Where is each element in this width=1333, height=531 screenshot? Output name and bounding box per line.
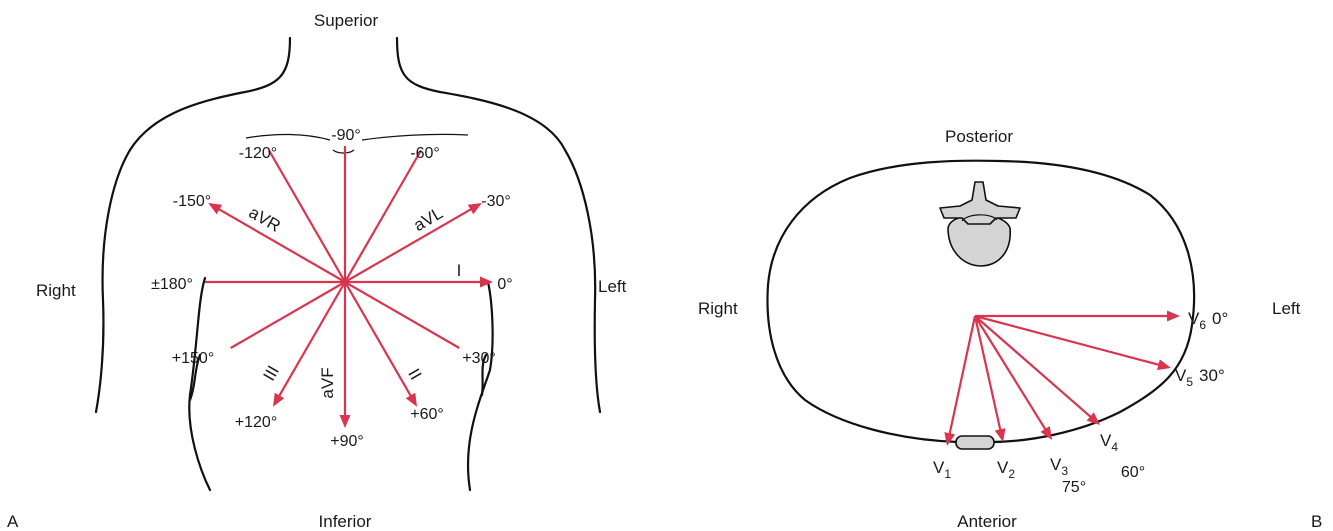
- vector-v3: [975, 316, 1047, 431]
- superior-label: Superior: [314, 11, 379, 30]
- panel-b-letter: B: [1311, 512, 1322, 531]
- vector-p30: [345, 282, 459, 348]
- vector-v6-arrowhead: [1167, 311, 1180, 322]
- angle-label-m30: -30°: [481, 193, 511, 210]
- angle-label-p0: 0°: [497, 276, 512, 293]
- vector-m30: [345, 208, 473, 282]
- angle-label-p30: +30°: [462, 350, 496, 367]
- inferior-label: Inferior: [319, 512, 372, 531]
- vector-v2: [975, 316, 1001, 432]
- vertebra: [940, 182, 1020, 266]
- lead-label-avf: aVF: [318, 367, 337, 398]
- lead-v3: V3: [1050, 455, 1068, 478]
- panel-a: Superior Inferior Right Left A -90° -120…: [7, 11, 627, 531]
- vector-v1-arrowhead: [944, 432, 955, 446]
- angle-label-m120: -120°: [239, 145, 277, 162]
- angle-label-p60: +60°: [410, 406, 444, 423]
- lead-label-iii: III: [259, 362, 283, 384]
- vector-m60: [345, 150, 421, 282]
- sternum: [956, 436, 994, 449]
- vector-p150: [231, 282, 345, 348]
- right-label-b: Right: [698, 299, 738, 318]
- vector-v2-arrowhead: [995, 428, 1006, 442]
- vector-p0-arrowhead: [480, 277, 493, 288]
- angle-label-p150: +150°: [172, 350, 214, 367]
- lead-v2: V2: [997, 458, 1015, 481]
- lead-label-avl: aVL: [410, 203, 446, 235]
- anterior-label: Anterior: [957, 512, 1017, 531]
- angle-label-p180: ±180°: [151, 276, 193, 293]
- lead-v4-angle: 60°: [1121, 464, 1145, 481]
- right-label-a: Right: [36, 281, 76, 300]
- vector-p90-arrowhead: [340, 415, 351, 428]
- angle-label-p120: +120°: [235, 414, 277, 431]
- panel-b: Posterior Anterior Right Left B V1 V2 V3…: [698, 127, 1322, 531]
- lead-v3-angle: 75°: [1062, 479, 1086, 496]
- angle-label-p90: +90°: [330, 433, 364, 450]
- lead-label-avr: aVR: [246, 203, 284, 236]
- precordial-vectors: [944, 311, 1180, 447]
- panel-a-letter: A: [7, 512, 19, 531]
- torso-outline: [96, 38, 600, 490]
- angle-label-m60: -60°: [410, 145, 440, 162]
- posterior-label: Posterior: [945, 127, 1013, 146]
- lead-label-ii: II: [404, 365, 425, 383]
- lead-v1: V1: [933, 458, 951, 481]
- lead-label-i: I: [457, 261, 462, 280]
- angle-label-m90: -90°: [331, 127, 361, 144]
- vector-v5-arrowhead: [1157, 359, 1171, 370]
- lead-v4: V4: [1100, 431, 1118, 454]
- hexaxial-vectors: [205, 146, 493, 428]
- left-label-a: Left: [598, 277, 627, 296]
- angle-label-m150: -150°: [173, 193, 211, 210]
- left-label-b: Left: [1272, 299, 1301, 318]
- vector-p60: [345, 282, 412, 398]
- vector-v1: [949, 316, 975, 436]
